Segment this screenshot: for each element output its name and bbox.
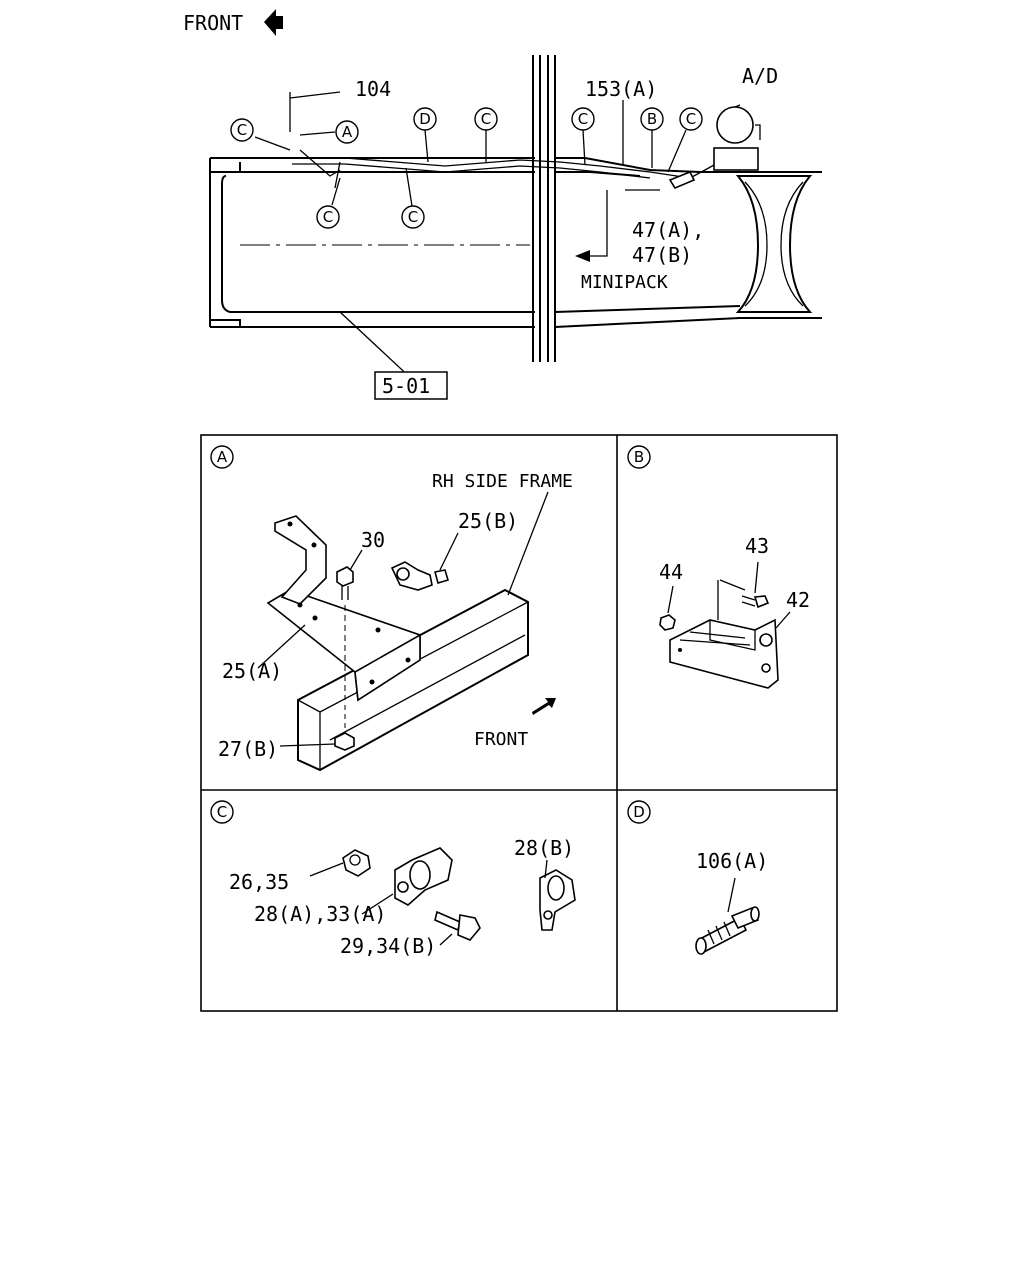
- part-42-label: 42: [786, 588, 810, 612]
- panel-c: C 26,35 28(A),33(A) 29,34(B) 28(B): [210, 800, 576, 958]
- detail-grid: [200, 434, 838, 1012]
- rh-side-frame-label: RH SIDE FRAME: [432, 471, 573, 492]
- bolt-29: [434, 910, 481, 946]
- part-25a-label: 25(A): [222, 659, 282, 683]
- brake-pipe: [292, 149, 691, 189]
- leader-42: [775, 611, 791, 629]
- ref-box: [374, 371, 448, 400]
- panel-b: B 43 44 42: [627, 445, 810, 689]
- callout-minipack: MINIPACK: [581, 272, 668, 293]
- svg-text:C: C: [408, 208, 418, 226]
- chassis-frame: [209, 55, 822, 397]
- svg-text:C: C: [686, 110, 696, 128]
- marker-d-1: D: [413, 107, 437, 131]
- panel-c-marker: C: [210, 800, 234, 824]
- svg-text:A: A: [217, 448, 228, 466]
- leader-25a: [257, 624, 306, 669]
- front-arrow-icon-a: [532, 698, 556, 715]
- svg-text:C: C: [578, 110, 588, 128]
- bracket-42: [669, 579, 779, 689]
- svg-text:C: C: [217, 803, 227, 821]
- panel-a: A RH SIDE FRAME 25(B) 30 25(A) 27(B) FRO…: [210, 445, 573, 772]
- nut-44: [659, 585, 676, 631]
- front-label: FRONT: [183, 11, 243, 35]
- marker-a-1: A: [335, 120, 359, 144]
- clip-25b: [390, 532, 459, 591]
- side-frame-rail: [297, 588, 529, 772]
- front-label-a: FRONT: [474, 729, 528, 750]
- front-arrow-icon: [264, 9, 283, 36]
- svg-text:C: C: [237, 121, 247, 139]
- nut-27b: [279, 705, 355, 751]
- part-26-35-label: 26,35: [229, 870, 289, 894]
- svg-text:B: B: [647, 110, 657, 128]
- callout-104: 104: [355, 77, 391, 101]
- svg-text:B: B: [634, 448, 644, 466]
- overview-section: FRONT: [183, 9, 822, 400]
- marker-b-1: B: [640, 107, 664, 131]
- callout-153a: 153(A): [585, 77, 657, 101]
- clip-28b: [539, 859, 576, 931]
- panel-b-marker: B: [627, 445, 651, 469]
- svg-text:D: D: [633, 803, 645, 821]
- marker-c-1: C: [230, 118, 254, 142]
- bolt-43: [741, 561, 770, 609]
- part-25b-label: 25(B): [458, 509, 518, 533]
- panel-d-marker: D: [627, 800, 651, 824]
- callout-ad: A/D: [742, 64, 778, 88]
- panel-d: D 106(A): [627, 800, 768, 955]
- part-43-label: 43: [745, 534, 769, 558]
- marker-c-5: C: [316, 205, 340, 229]
- clip-28a: [361, 847, 453, 915]
- leader-rh-frame: [507, 491, 549, 596]
- svg-text:C: C: [323, 208, 333, 226]
- connector-106a: [695, 877, 760, 955]
- marker-c-6: C: [401, 205, 425, 229]
- panel-a-marker: A: [210, 445, 234, 469]
- svg-text:D: D: [419, 110, 431, 128]
- part-106a-label: 106(A): [696, 849, 768, 873]
- ref-5-01: 5-01: [382, 374, 430, 398]
- leader-lines: [254, 91, 741, 262]
- svg-text:A: A: [342, 123, 353, 141]
- svg-text:C: C: [481, 110, 491, 128]
- bracket-25a: [266, 515, 421, 702]
- air-dryer-tank: [668, 106, 761, 190]
- callout-47a: 47(A),: [632, 218, 704, 242]
- part-30-label: 30: [361, 528, 385, 552]
- part-44-label: 44: [659, 560, 683, 584]
- marker-c-4: C: [679, 107, 703, 131]
- marker-c-2: C: [474, 107, 498, 131]
- part-27b-label: 27(B): [218, 737, 278, 761]
- callout-47b: 47(B): [632, 243, 692, 267]
- bolt-30: [336, 549, 363, 700]
- part-28a-33a-label: 28(A),33(A): [254, 902, 386, 926]
- nut-26: [309, 849, 371, 877]
- marker-c-3: C: [571, 107, 595, 131]
- part-29-34b-label: 29,34(B): [340, 934, 436, 958]
- part-28b-label: 28(B): [514, 836, 574, 860]
